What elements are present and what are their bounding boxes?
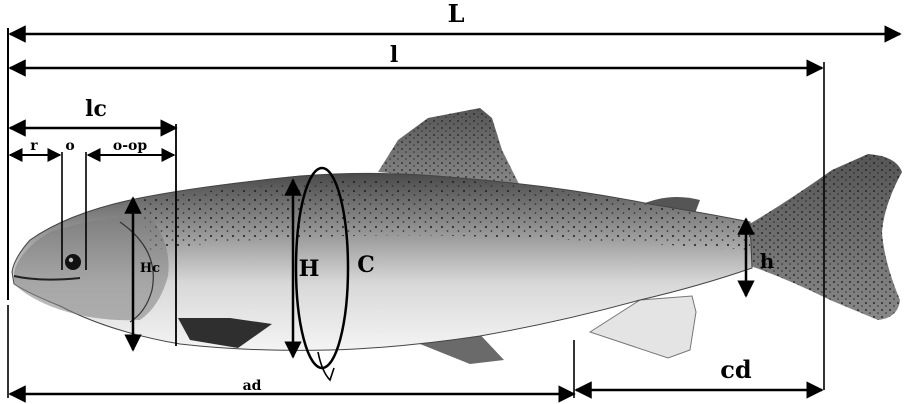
label-o: o — [65, 138, 74, 154]
label-r: r — [30, 138, 38, 154]
label-cd: cd — [720, 355, 752, 384]
label-h: h — [760, 249, 775, 273]
label-ad: ad — [243, 378, 262, 394]
label-H: H — [299, 256, 320, 282]
label-l: l — [390, 42, 398, 68]
label-o-op: o-op — [113, 138, 147, 154]
label-lc: lc — [85, 96, 107, 122]
eye — [65, 254, 81, 270]
label-Hc: Hc — [140, 261, 160, 276]
label-L: L — [448, 0, 465, 28]
label-C: C — [357, 252, 375, 278]
